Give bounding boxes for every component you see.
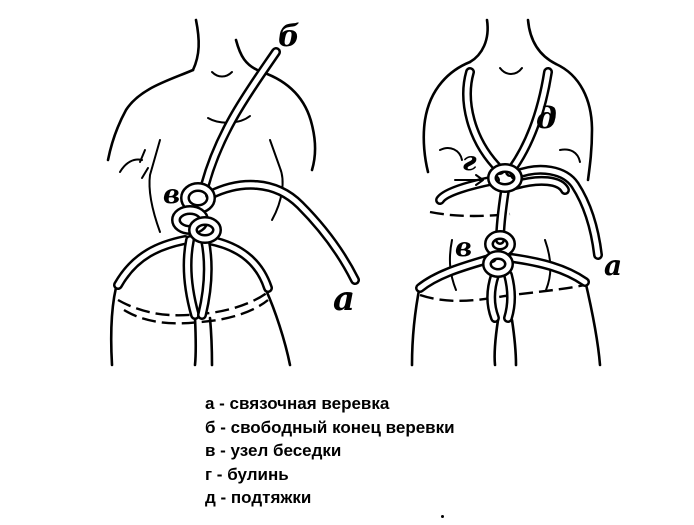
right-belt-dashed-line-2 xyxy=(419,283,586,303)
left-rope-waist-band xyxy=(205,179,360,285)
legend-item-g: г - булинь xyxy=(205,464,289,484)
legend: а - связочная веревка б - свободный коне… xyxy=(205,392,455,510)
left-belt-dashed-line-2 xyxy=(123,299,269,325)
right-belt-dashed-line xyxy=(429,210,511,218)
left-label-a: a xyxy=(333,279,355,319)
right-body-outline xyxy=(410,18,602,367)
right-rope-suspenders xyxy=(462,67,553,177)
right-figure: д г в а xyxy=(410,18,622,367)
legend-item-v: в - узел беседки xyxy=(205,441,342,460)
right-label-d: д xyxy=(536,101,557,136)
right-bowline-knot xyxy=(487,163,523,193)
right-label-g: г xyxy=(462,147,477,177)
left-label-b: б xyxy=(278,19,300,54)
right-harness-knot xyxy=(482,230,516,278)
right-rope-leg-loops xyxy=(415,185,590,323)
right-arrow-mark xyxy=(454,174,484,186)
left-label-v: в xyxy=(163,180,180,210)
legend-item-a: а - связочная веревка xyxy=(205,394,390,413)
legend-item-b: б - свободный конец веревки xyxy=(205,417,455,437)
legend-item-d: д - подтяжки xyxy=(205,488,312,507)
left-rope-free-end xyxy=(200,47,281,190)
scan-speck xyxy=(441,515,444,518)
left-harness-knot xyxy=(171,182,222,244)
left-rope-leg-loops xyxy=(113,235,273,320)
left-figure: б в a xyxy=(106,18,360,367)
right-label-a: а xyxy=(604,249,622,282)
right-label-v: в xyxy=(455,233,472,263)
